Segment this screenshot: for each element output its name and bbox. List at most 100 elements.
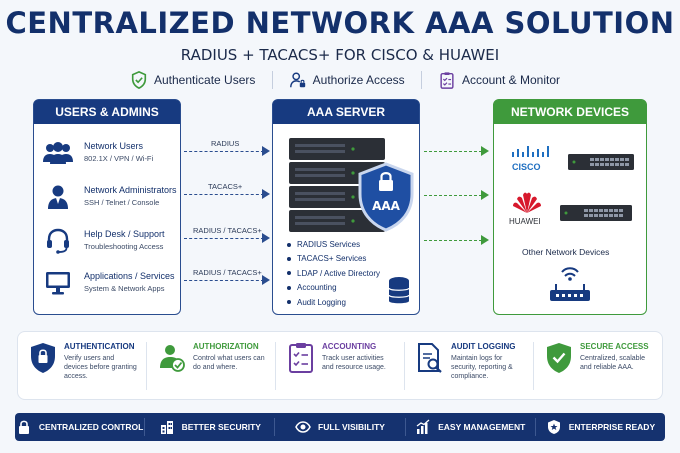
feature-desc: Centralized, scalable and reliable AAA. [580,354,645,371]
cisco-logo-icon [512,146,549,157]
aaa-server-panel: AAA SERVER AAA RADIUS Services TACACS+ S… [272,99,420,315]
database-icon [388,277,410,304]
chart-icon [416,419,430,434]
headset-icon [47,228,69,254]
benefit-label: FULL VISIBILITY [318,422,385,432]
divider [271,71,273,89]
connector-line [184,238,264,239]
user-row-sub: 802.1X / VPN / Wi-Fi [84,154,154,163]
eye-icon [295,421,311,433]
feature-desc: Control what users can do and where. [193,354,265,371]
service-item: TACACS+ Services [287,254,380,263]
benefit-centralized-control: CENTRALIZED CONTROL [15,418,146,436]
server-services-list: RADIUS Services TACACS+ Services LDAP / … [287,240,380,312]
feature-audit-logging: AUDIT LOGGING Maintain logs for security… [405,341,534,390]
features-row: AUTHENTICATION Verify users and devices … [17,331,663,400]
network-devices-title: NETWORK DEVICES [494,100,646,124]
user-check-icon [160,344,185,372]
protocol-label: TACACS+ [208,182,243,191]
feature-desc: Verify users and devices before granting… [64,354,137,380]
pillar-label: Authorize Access [312,73,405,87]
protocol-label: RADIUS / TACACS+ [193,226,262,235]
huawei-label: HUAWEI [509,217,541,226]
service-item: Accounting [287,283,380,292]
user-row-sub: SSH / Telnet / Console [84,198,160,207]
arrowhead-icon [481,190,489,200]
feature-accounting: ACCOUNTING Track user activities and res… [276,341,405,390]
building-icon [160,421,173,434]
huawei-switch-icon [560,205,632,221]
user-lock-icon [289,72,305,88]
router-icon [550,267,590,301]
divider [420,71,422,89]
protocol-label: RADIUS [211,139,240,148]
monitor-icon [46,272,70,295]
feature-title: AUTHORIZATION [193,341,259,351]
pillar-label: Account & Monitor [461,73,560,87]
arrowhead-icon [481,235,489,245]
users-panel: USERS & ADMINS Network Users 802.1X / VP… [33,99,181,315]
arrowhead-icon [262,275,270,285]
pillar-authenticate: Authenticate Users [130,71,255,89]
benefit-easy-management: EASY MANAGEMENT [406,418,536,436]
network-devices-panel: NETWORK DEVICES CISCO HUAWEI Other [493,99,647,315]
connector-line [184,194,264,195]
benefit-full-visibility: FULL VISIBILITY [275,418,406,436]
service-item: LDAP / Active Directory [287,269,380,278]
pillar-authorize: Authorize Access [289,71,405,89]
user-row-sub: System & Network Apps [84,284,165,293]
document-search-icon [418,342,442,373]
user-row-applications: Applications / Services System & Network… [42,270,182,296]
connector-line [424,151,482,152]
feature-authentication: AUTHENTICATION Verify users and devices … [18,341,147,390]
aaa-server-title: AAA SERVER [273,100,419,124]
service-item: Audit Logging [287,298,380,307]
user-row-network-admins: Network Administrators SSH / Telnet / Co… [42,184,182,210]
user-row-title: Applications / Services [84,271,175,281]
benefit-label: BETTER SECURITY [181,422,261,432]
arrowhead-icon [262,189,270,199]
user-row-network-users: Network Users 802.1X / VPN / Wi-Fi [42,140,182,166]
arrowhead-icon [262,233,270,243]
admin-user-icon [48,185,68,209]
connector-line [424,195,482,196]
feature-secure-access: SECURE ACCESS Centralized, scalable and … [534,342,662,390]
checklist-icon [289,342,313,373]
other-devices-label: Other Network Devices [522,247,610,257]
user-row-title: Network Users [84,141,144,151]
protocol-label: RADIUS / TACACS+ [193,268,262,277]
aaa-shield-icon: AAA [358,162,414,232]
pillar-account: Account & Monitor [438,71,560,89]
star-shield-icon [547,420,560,434]
feature-authorization: AUTHORIZATION Control what users can do … [147,341,276,390]
benefit-enterprise-ready: ENTERPRISE READY [536,418,665,436]
users-group-icon [43,142,73,164]
lock-icon [18,420,29,434]
pillar-label: Authenticate Users [154,73,256,87]
user-row-help-desk: Help Desk / Support Troubleshooting Acce… [42,228,182,254]
user-row-title: Network Administrators [84,185,177,195]
pillars-row: Authenticate Users Authorize Access Acco… [130,68,560,92]
huawei-logo-icon [513,192,541,213]
feature-title: SECURE ACCESS [580,341,649,351]
connector-line [184,280,264,281]
clipboard-check-icon [440,72,454,89]
service-item: RADIUS Services [287,240,380,249]
cisco-label: CISCO [512,162,541,172]
feature-title: ACCOUNTING [322,341,377,351]
benefit-label: CENTRALIZED CONTROL [38,422,144,432]
cisco-switch-icon [568,154,634,170]
arrowhead-icon [481,146,489,156]
page-subtitle: RADIUS + TACACS+ FOR CISCO & HUAWEI [180,46,500,64]
feature-title: AUTHENTICATION [64,341,135,351]
aaa-badge-text: AAA [372,199,401,213]
shield-lock-icon [31,342,55,373]
page-title: CENTRALIZED NETWORK AAA SOLUTION [5,6,675,40]
users-panel-title: USERS & ADMINS [34,100,180,124]
feature-desc: Maintain logs for security, reporting & … [451,354,513,380]
feature-desc: Track user activities and resource usage… [322,354,386,371]
arrowhead-icon [262,146,270,156]
shield-check-icon [547,342,571,373]
benefit-label: ENTERPRISE READY [568,422,656,432]
benefit-label: EASY MANAGEMENT [438,422,526,432]
